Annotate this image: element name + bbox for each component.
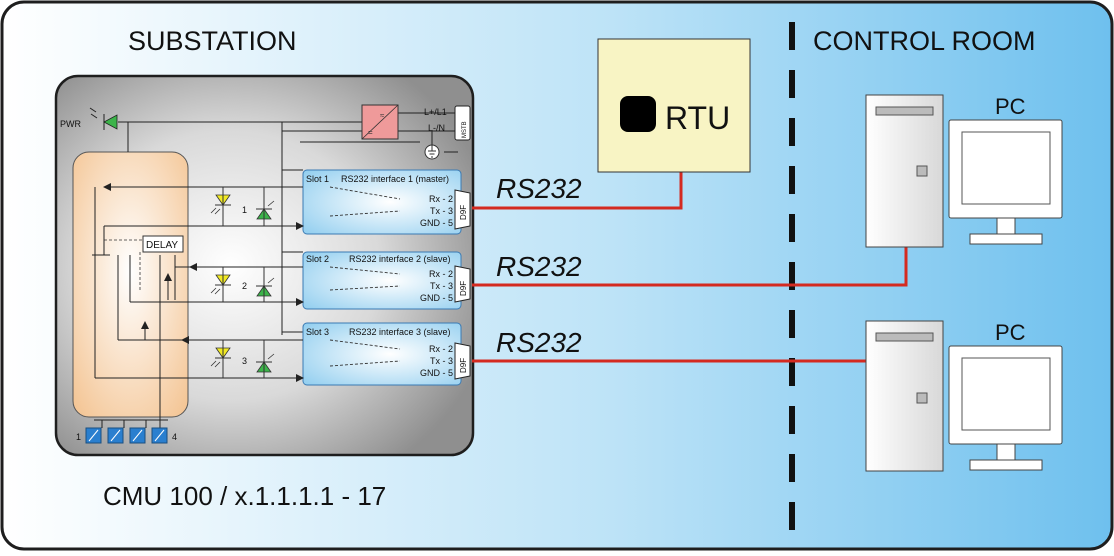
svg-text:=: = bbox=[368, 128, 373, 137]
slot-2-gnd: GND - 5 bbox=[420, 293, 453, 303]
led-pair-3: 3 bbox=[210, 340, 275, 378]
d9f-connector-2: D9F bbox=[454, 265, 471, 303]
svg-text:D9F: D9F bbox=[459, 205, 468, 220]
rtu-box: RTU bbox=[597, 38, 751, 173]
pc-screen bbox=[961, 357, 1051, 431]
slot-2-title: RS232 interface 2 (slave) bbox=[349, 254, 451, 264]
svg-text:≈: ≈ bbox=[380, 111, 385, 120]
slot-1-rx: Rx - 2 bbox=[429, 194, 453, 204]
pc-2: PC bbox=[865, 320, 1063, 472]
delay-dashed-lines bbox=[104, 239, 143, 290]
rtu-label: RTU bbox=[665, 100, 730, 136]
led-pair-1: 1 bbox=[210, 187, 275, 226]
pc-2-label: PC bbox=[995, 320, 1026, 345]
pc-tower bbox=[865, 94, 944, 248]
slot-3-panel: Slot 3 RS232 interface 3 (slave) Rx - 2 … bbox=[302, 322, 462, 386]
power-supply-icon: ≈ = bbox=[361, 104, 399, 140]
power-wiring bbox=[118, 112, 458, 335]
delay-box bbox=[142, 235, 184, 253]
ground-icon bbox=[424, 144, 440, 160]
slot-2-tx: Tx - 3 bbox=[430, 281, 453, 291]
device-model-label: CMU 100 / x.1.1.1.1 - 17 bbox=[103, 481, 386, 511]
mstb-label: MSTB bbox=[462, 121, 468, 138]
svg-text:4: 4 bbox=[172, 432, 177, 442]
signal-wiring bbox=[92, 183, 304, 420]
led-pair-2: 2 bbox=[210, 267, 275, 302]
supply-plus-label: L+/L1 bbox=[424, 107, 447, 117]
svg-text:D9F: D9F bbox=[459, 358, 468, 373]
rs232-cable-pc1 bbox=[472, 246, 908, 287]
slot-1-panel: Slot 1 RS232 interface 1 (master) Rx - 2… bbox=[302, 169, 462, 235]
slot-1-gnd: GND - 5 bbox=[420, 218, 453, 228]
svg-text:D9F: D9F bbox=[459, 281, 468, 296]
pc-1-label: PC bbox=[995, 94, 1026, 119]
rtu-square-icon bbox=[620, 96, 656, 132]
mstb-terminal bbox=[454, 105, 471, 141]
control-room-label: CONTROL ROOM bbox=[813, 26, 1036, 56]
rs232-label-1: RS232 bbox=[496, 173, 582, 204]
slot-1-label: Slot 1 bbox=[306, 174, 329, 184]
pc-tower bbox=[865, 320, 944, 472]
slot-3-rx: Rx - 2 bbox=[429, 344, 453, 354]
svg-text:2: 2 bbox=[242, 281, 247, 291]
slot-3-gnd: GND - 5 bbox=[420, 368, 453, 378]
cmu-device: PWR ≈ = L+/L1 L-/N MSTB Slot 1 RS232 int… bbox=[54, 74, 475, 457]
slot-1-tx: Tx - 3 bbox=[430, 206, 453, 216]
slot-2-label: Slot 2 bbox=[306, 254, 329, 264]
rs232-label-2: RS232 bbox=[496, 251, 582, 282]
substation-label: SUBSTATION bbox=[128, 26, 297, 56]
slot-dashed-signals bbox=[329, 186, 401, 367]
svg-text:1: 1 bbox=[76, 432, 81, 442]
d9f-connector-1: D9F bbox=[454, 189, 471, 230]
slot-3-tx: Tx - 3 bbox=[430, 356, 453, 366]
slot-1-title: RS232 interface 1 (master) bbox=[341, 174, 449, 184]
supply-minus-label: L-/N bbox=[428, 123, 445, 133]
pc-screen bbox=[961, 131, 1051, 205]
svg-text:1: 1 bbox=[242, 205, 247, 215]
d9f-connector-3: D9F bbox=[454, 342, 471, 380]
rs232-cable-rtu bbox=[472, 172, 683, 210]
slot-3-label: Slot 3 bbox=[306, 327, 329, 337]
delay-label: DELAY bbox=[146, 240, 178, 251]
svg-text:3: 3 bbox=[242, 356, 247, 366]
slot-2-panel: Slot 2 RS232 interface 2 (slave) Rx - 2 … bbox=[302, 251, 462, 310]
pwr-led bbox=[89, 107, 118, 130]
dip-switch-block: 1 4 bbox=[76, 419, 177, 444]
slot-2-rx: Rx - 2 bbox=[429, 269, 453, 279]
pwr-label: PWR bbox=[60, 119, 81, 129]
slot-3-title: RS232 interface 3 (slave) bbox=[349, 327, 451, 337]
rs232-label-3: RS232 bbox=[496, 327, 582, 358]
pc-1: PC bbox=[865, 94, 1063, 248]
